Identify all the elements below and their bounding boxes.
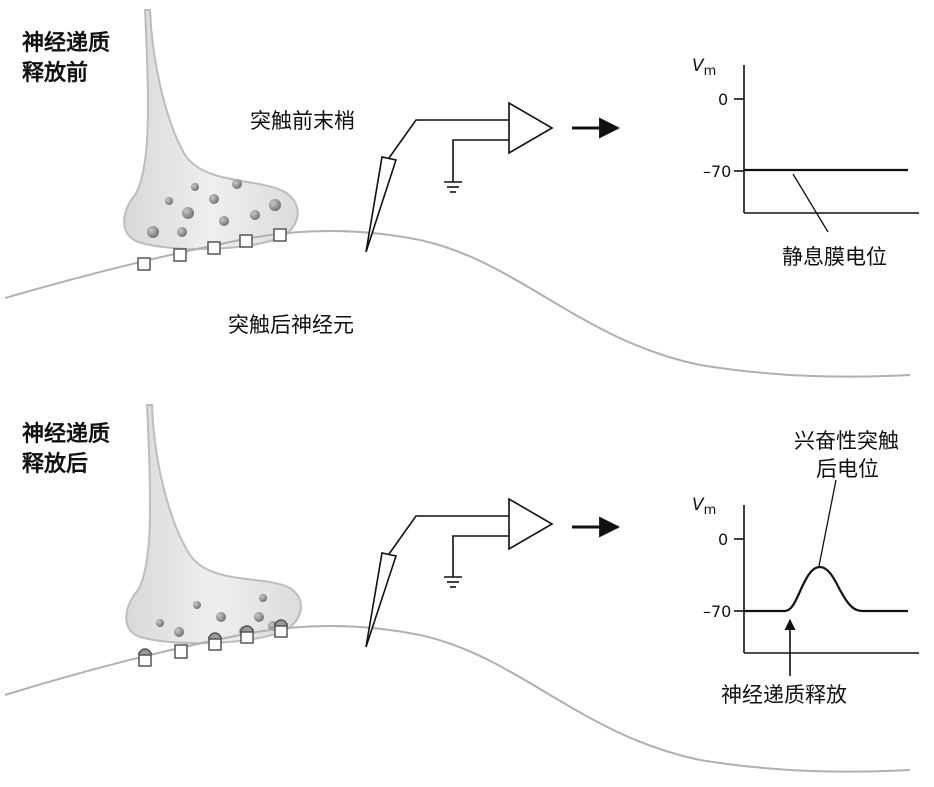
receptor — [274, 619, 288, 638]
before-title-line1: 神经递质 — [22, 30, 110, 56]
postsynaptic-neuron-label: 突触后神经元 — [228, 313, 354, 337]
vesicle — [177, 227, 187, 237]
microelectrode — [365, 156, 398, 253]
graph-after-tick-neg70-label: –70 — [703, 602, 731, 621]
vesicle — [232, 179, 242, 189]
electrode-wire — [388, 515, 509, 555]
ground-icon — [444, 181, 462, 193]
epsp-label-line2: 后电位 — [816, 457, 879, 481]
recording-setup-before — [365, 101, 621, 253]
ground-wire — [452, 139, 509, 182]
before-title-line2: 释放前 — [22, 60, 88, 86]
presynaptic-terminal — [125, 404, 302, 645]
vesicle — [254, 612, 264, 622]
graph-after: 兴奋性突触 后电位 Vm 0 –70 神经递质释放 — [692, 429, 919, 707]
vesicle — [219, 216, 229, 226]
after-title-line1: 神经递质 — [22, 421, 110, 447]
vesicle — [156, 619, 164, 627]
vesicle — [147, 226, 159, 238]
receptor — [138, 648, 152, 667]
vesicle — [165, 197, 173, 205]
graph-before-tick-0-label: 0 — [718, 90, 728, 109]
vesicle — [182, 207, 194, 219]
vesicle — [209, 194, 219, 204]
vesicle — [193, 601, 201, 609]
receptor — [239, 234, 253, 248]
amplifier — [508, 497, 554, 551]
epsp-pointer — [818, 479, 837, 567]
postsynaptic-membrane — [4, 230, 911, 378]
graph-after-tick-0-label: 0 — [718, 530, 728, 549]
ground-wire — [452, 535, 509, 577]
synaptic-vesicles — [147, 179, 281, 238]
vesicle — [216, 612, 226, 622]
receptor — [240, 625, 254, 644]
microelectrode — [365, 552, 398, 648]
graph-before-tick-neg70-label: –70 — [703, 162, 731, 181]
presynaptic-terminal — [123, 9, 299, 251]
ground-icon — [444, 576, 462, 588]
receptor — [207, 241, 221, 255]
presynaptic-terminal-label: 突触前末梢 — [250, 109, 355, 133]
vesicle — [191, 183, 199, 191]
receptor — [273, 228, 287, 242]
graph-before-ylabel: Vm — [692, 56, 716, 79]
vesicle — [174, 627, 184, 637]
resting-potential-label: 静息膜电位 — [782, 245, 887, 269]
receptor — [173, 248, 187, 262]
receptors-closed — [137, 228, 287, 271]
electrode-wire — [388, 119, 509, 159]
graph-before: Vm 0 –70 静息膜电位 — [692, 56, 919, 269]
panel-before: 神经递质 释放前 突触前末梢 突触后神经元 — [4, 9, 919, 378]
amplifier — [508, 101, 554, 155]
panel-after: 神经递质 释放后 — [4, 404, 919, 773]
resting-potential-pointer — [792, 173, 829, 233]
receptor — [208, 632, 222, 651]
vesicle — [259, 594, 267, 602]
receptors-bound — [138, 619, 288, 667]
recording-setup-after — [365, 497, 621, 648]
receptor — [137, 257, 151, 271]
epsp-label-line1: 兴奋性突触 — [794, 429, 899, 453]
vesicle — [269, 199, 281, 211]
graph-after-ylabel: Vm — [692, 495, 716, 518]
epsp-trace — [744, 565, 908, 613]
vesicle — [250, 210, 260, 220]
after-title-line2: 释放后 — [22, 451, 88, 477]
receptor — [174, 644, 188, 659]
transmitter-release-label: 神经递质释放 — [721, 683, 847, 707]
